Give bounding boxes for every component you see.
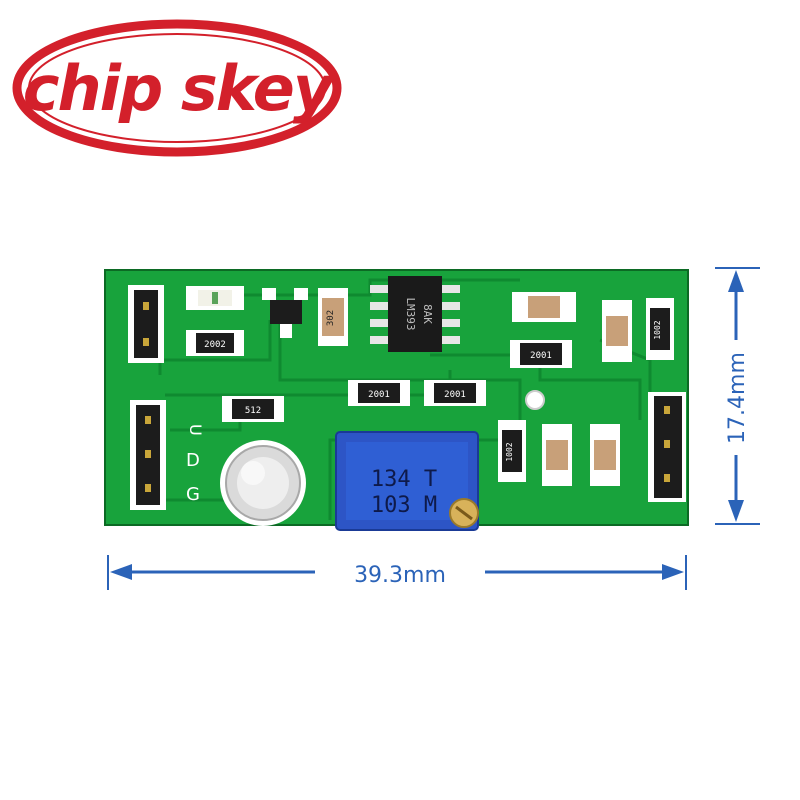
svg-text:2001: 2001 [444,390,466,400]
svg-text:1002: 1002 [653,320,662,339]
pin-header-3-left [130,400,166,510]
resistor-r6: 2001 [510,340,572,368]
width-dimension: 39.3mm [107,555,687,590]
label-pin-u: U [186,424,205,436]
capacitor-c1 [512,292,576,322]
capacitor-c3 [542,424,572,486]
label-pin-g: G [186,484,200,505]
trimpot-line2: 103 M [371,493,437,518]
ic-lm393: LM393 8AK [370,276,460,352]
pcb-board: U D G 2002 [104,269,689,531]
mounting-hole [525,390,545,410]
led [186,286,244,310]
svg-text:2002: 2002 [204,340,226,350]
brand-logo: chip skey [12,19,342,157]
sensor-can [220,440,306,526]
transistor [262,288,308,338]
height-dimension: 17.4mm [715,267,760,525]
svg-text:1002: 1002 [505,442,514,461]
svg-text:2001: 2001 [530,351,552,361]
resistor-r1: 2002 [186,330,244,356]
svg-text:512: 512 [245,406,261,416]
label-pin-d: D [186,450,200,471]
svg-text:302: 302 [326,310,336,326]
pin-header-3-right [648,392,686,502]
ic-label: LM393 [404,297,417,330]
resistor-r2: 302 [318,288,348,346]
capacitor-c2 [602,300,632,362]
resistor-r8: 1002 [498,420,526,482]
resistor-r5: 2001 [424,380,486,406]
height-label: 17.4mm [725,352,750,444]
svg-text:2001: 2001 [368,390,390,400]
width-label: 39.3mm [354,563,446,588]
trimpot: 134 T 103 M [335,431,479,531]
resistor-r7: 1002 [646,298,674,360]
capacitor-c4 [590,424,620,486]
logo-text: chip skey [23,52,336,125]
trimpot-line1: 134 T [371,467,437,492]
resistor-r3: 512 [222,396,284,422]
ic-code: 8AK [421,304,434,324]
resistor-r4: 2001 [348,380,410,406]
pin-header-2 [128,285,164,363]
